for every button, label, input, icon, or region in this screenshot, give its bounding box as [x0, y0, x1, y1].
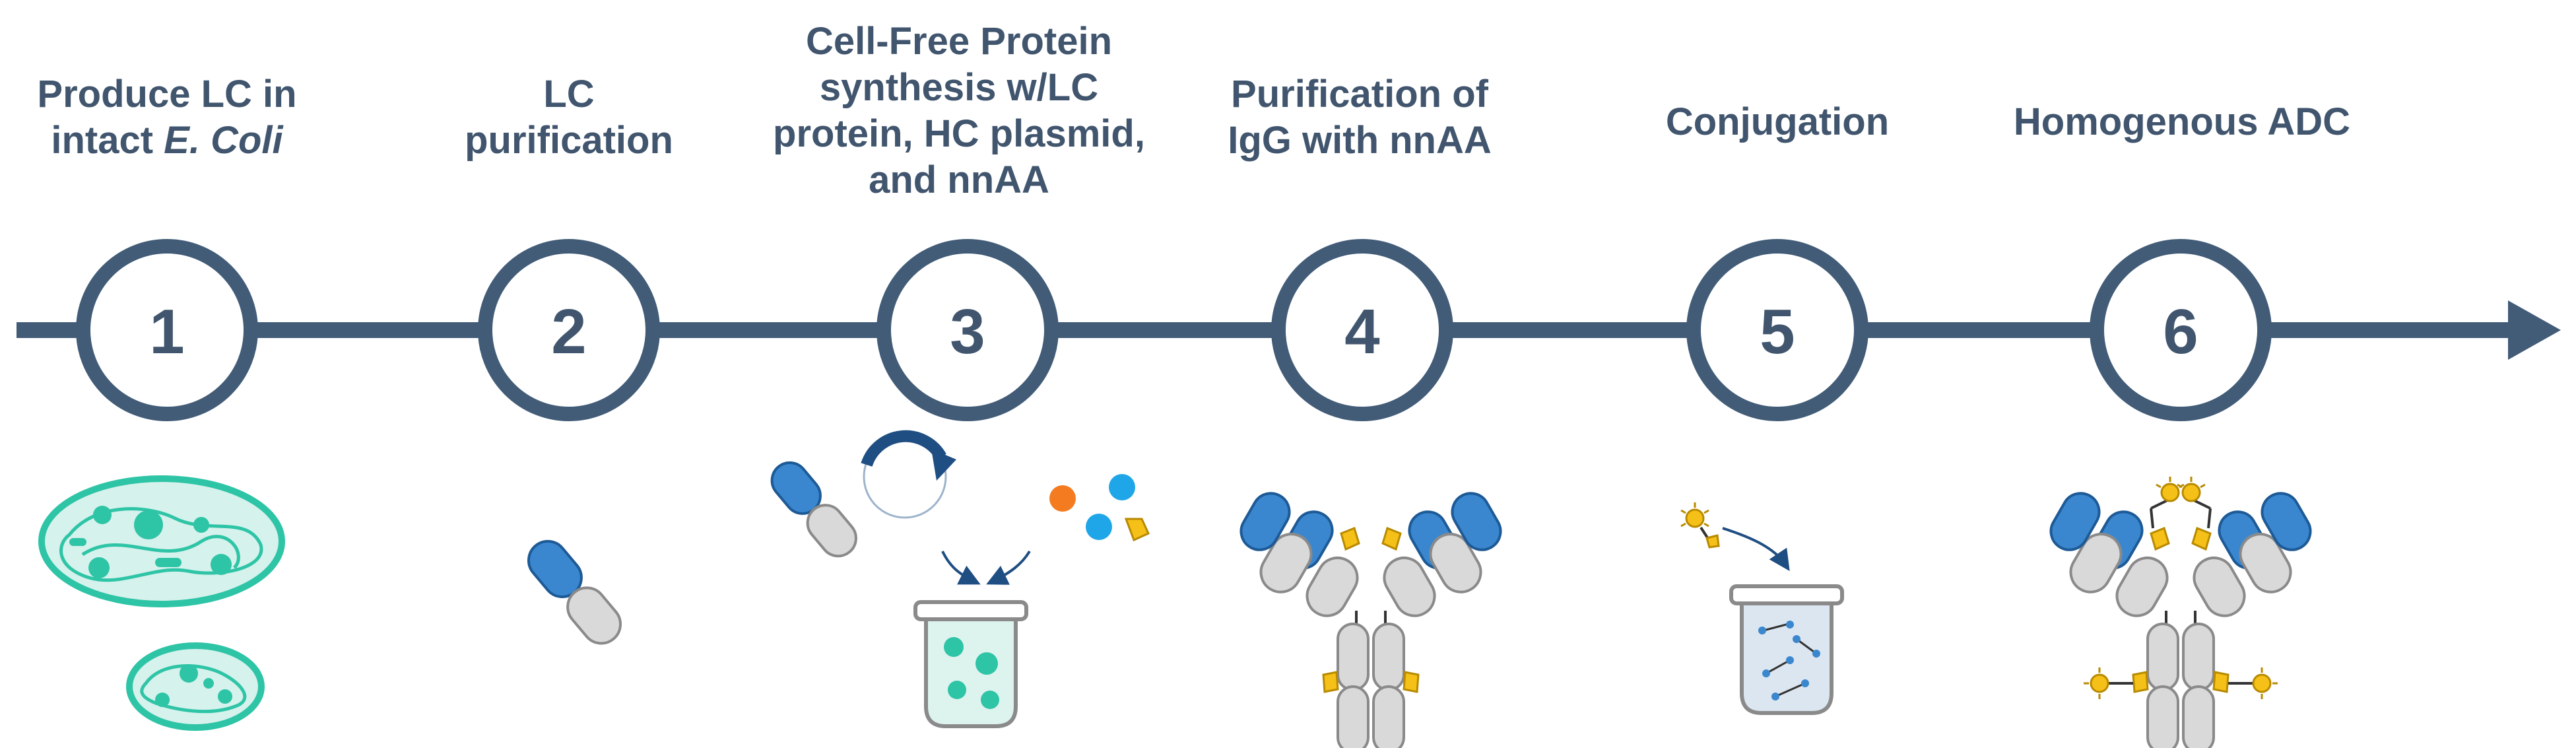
conjugation-reaction-tube: [1729, 584, 1844, 715]
mix-arrow-left: [941, 551, 981, 585]
step-3-title-line-2: synthesis w/LC: [819, 66, 1099, 109]
reaction-tube: [913, 600, 1028, 728]
lc-protein: [770, 461, 857, 558]
step-3-title-line-1: Cell-Free Protein: [805, 20, 1113, 63]
igg-antibody-icon: [1239, 492, 1502, 748]
timeline-arrow-head: [2508, 300, 2561, 360]
light-chain-icon: [527, 539, 622, 645]
step-1-title-line-2: intact E. Coli: [0, 118, 398, 164]
step-1-title: Produce LC in intact E. Coli: [0, 71, 398, 164]
conjugation-arrow: [1722, 527, 1790, 571]
ecoli-cells-icon: [38, 475, 285, 731]
step-4-title: Purification of IgG with nnAA: [1129, 71, 1591, 164]
cell-free-mix-icon: [770, 430, 1150, 728]
step-4-circle: 4: [1271, 239, 1453, 421]
step-5-circle: 5: [1686, 239, 1868, 421]
mix-arrow-right: [986, 550, 1031, 585]
step-4-number: 4: [1344, 296, 1379, 367]
step-6-number: 6: [2163, 296, 2198, 367]
step-1-title-italic: E. Coli: [164, 119, 283, 162]
step-2-title-line-2: purification: [465, 119, 673, 162]
nnaa-molecules: [1049, 474, 1150, 542]
step-4-title-line-1: Purification of: [1231, 73, 1488, 116]
tube-adc-molecules: [1763, 623, 1817, 698]
step-3-title: Cell-Free Protein synthesis w/LC protein…: [728, 18, 1190, 203]
step-3-title-line-3: protein, HC plasmid,: [773, 112, 1145, 155]
step-5-title: Conjugation: [1546, 99, 2008, 145]
step-2-number: 2: [551, 296, 586, 367]
step-6-title: Homogenous ADC: [1951, 99, 2413, 145]
step-3-number: 3: [950, 296, 985, 367]
adc-antibody-icon: [2049, 477, 2312, 748]
step-4-title-line-2: IgG with nnAA: [1228, 119, 1492, 162]
step-2-circle: 2: [478, 239, 660, 421]
linker-payload: [1680, 502, 1720, 549]
step-6-title-line-1: Homogenous ADC: [2013, 100, 2351, 143]
step-1-number: 1: [149, 296, 184, 367]
step-3-title-line-4: and nnAA: [869, 158, 1049, 201]
step-1-circle: 1: [76, 239, 258, 421]
ecoli-large-cell: [38, 475, 285, 607]
step-5-title-line-1: Conjugation: [1665, 100, 1890, 143]
conjugation-tube-icon: [1680, 502, 1844, 715]
step-2-title-line-1: LC: [543, 73, 595, 116]
step-5-number: 5: [1760, 296, 1795, 367]
ecoli-small-cell: [126, 642, 265, 731]
step-1-title-line-2-text: intact: [51, 119, 164, 162]
step-3-circle: 3: [876, 239, 1059, 421]
hc-plasmid-icon: [861, 430, 956, 519]
step-2-title: LC purification: [338, 71, 800, 164]
step-6-circle: 6: [2090, 239, 2272, 421]
step-1-title-line-1: Produce LC in: [37, 73, 297, 116]
